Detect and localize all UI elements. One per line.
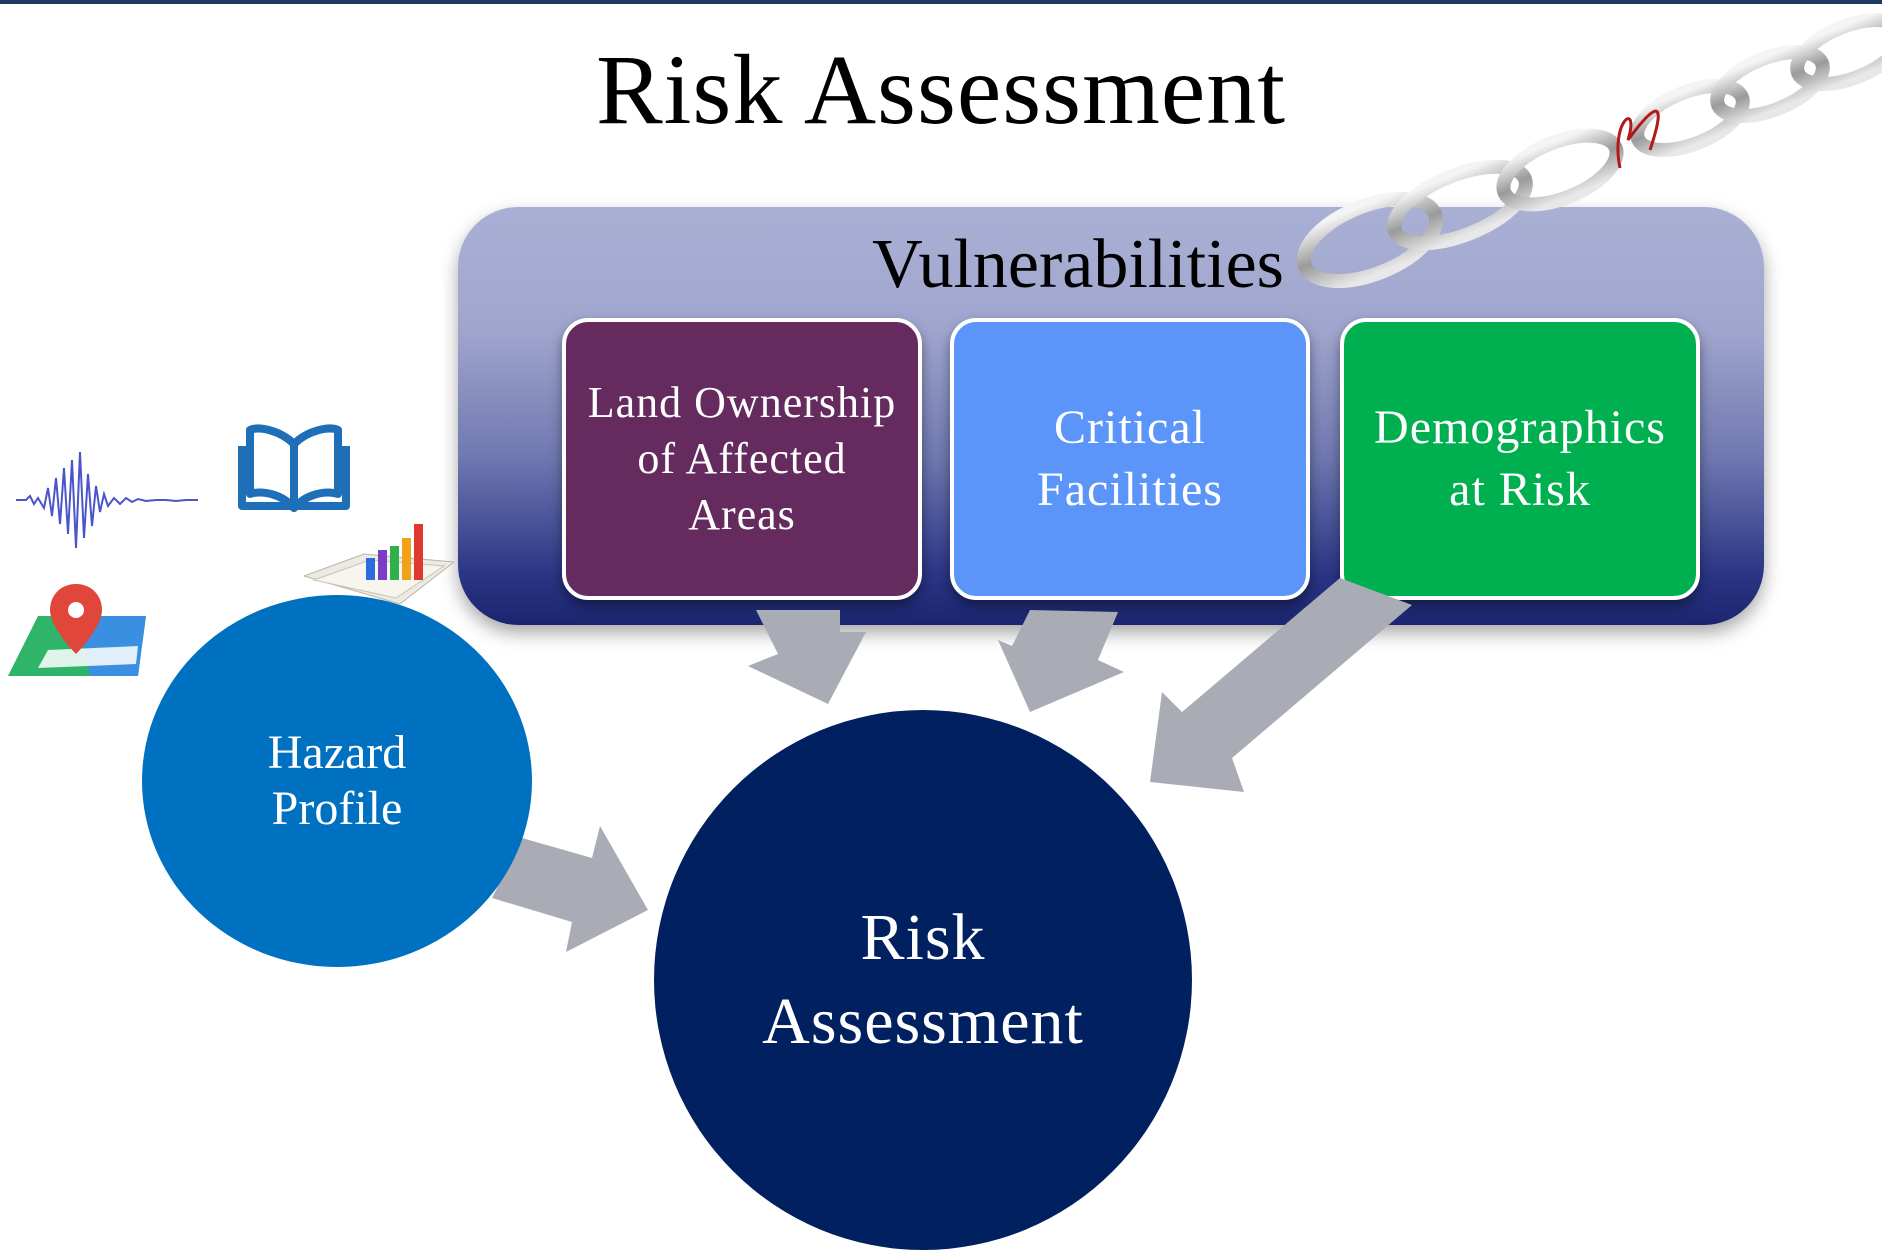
top-rule — [0, 0, 1882, 4]
land-ownership-box: Land Ownership of Affected Areas — [562, 318, 922, 600]
risk-assessment-circle: Risk Assessment — [654, 710, 1192, 1250]
hazard-profile-circle: Hazard Profile — [142, 595, 532, 967]
demographics-box: Demographics at Risk — [1340, 318, 1700, 600]
book-icon — [238, 424, 350, 512]
arrow-land-to-risk — [748, 610, 866, 704]
page-title: Risk Assessment — [595, 34, 1287, 145]
critical-facilities-label: Critical Facilities — [1037, 401, 1223, 516]
bar-chart-icon — [304, 524, 454, 605]
map-pin-icon — [8, 584, 146, 676]
land-ownership-label: Land Ownership of Affected Areas — [587, 378, 897, 539]
critical-facilities-box: Critical Facilities — [950, 318, 1310, 600]
vulnerabilities-title: Vulnerabilities — [872, 226, 1284, 303]
risk-assessment-label: Risk Assessment — [762, 901, 1084, 1058]
arrow-hazard-to-risk — [492, 826, 648, 952]
demographics-label: Demographics at Risk — [1374, 401, 1666, 516]
hazard-profile-label: Hazard Profile — [267, 726, 407, 835]
arrow-critical-to-risk — [998, 610, 1124, 712]
seismograph-icon — [16, 451, 198, 549]
arrow-demographics-to-risk — [1150, 578, 1412, 792]
chain-icon — [1296, 13, 1882, 289]
